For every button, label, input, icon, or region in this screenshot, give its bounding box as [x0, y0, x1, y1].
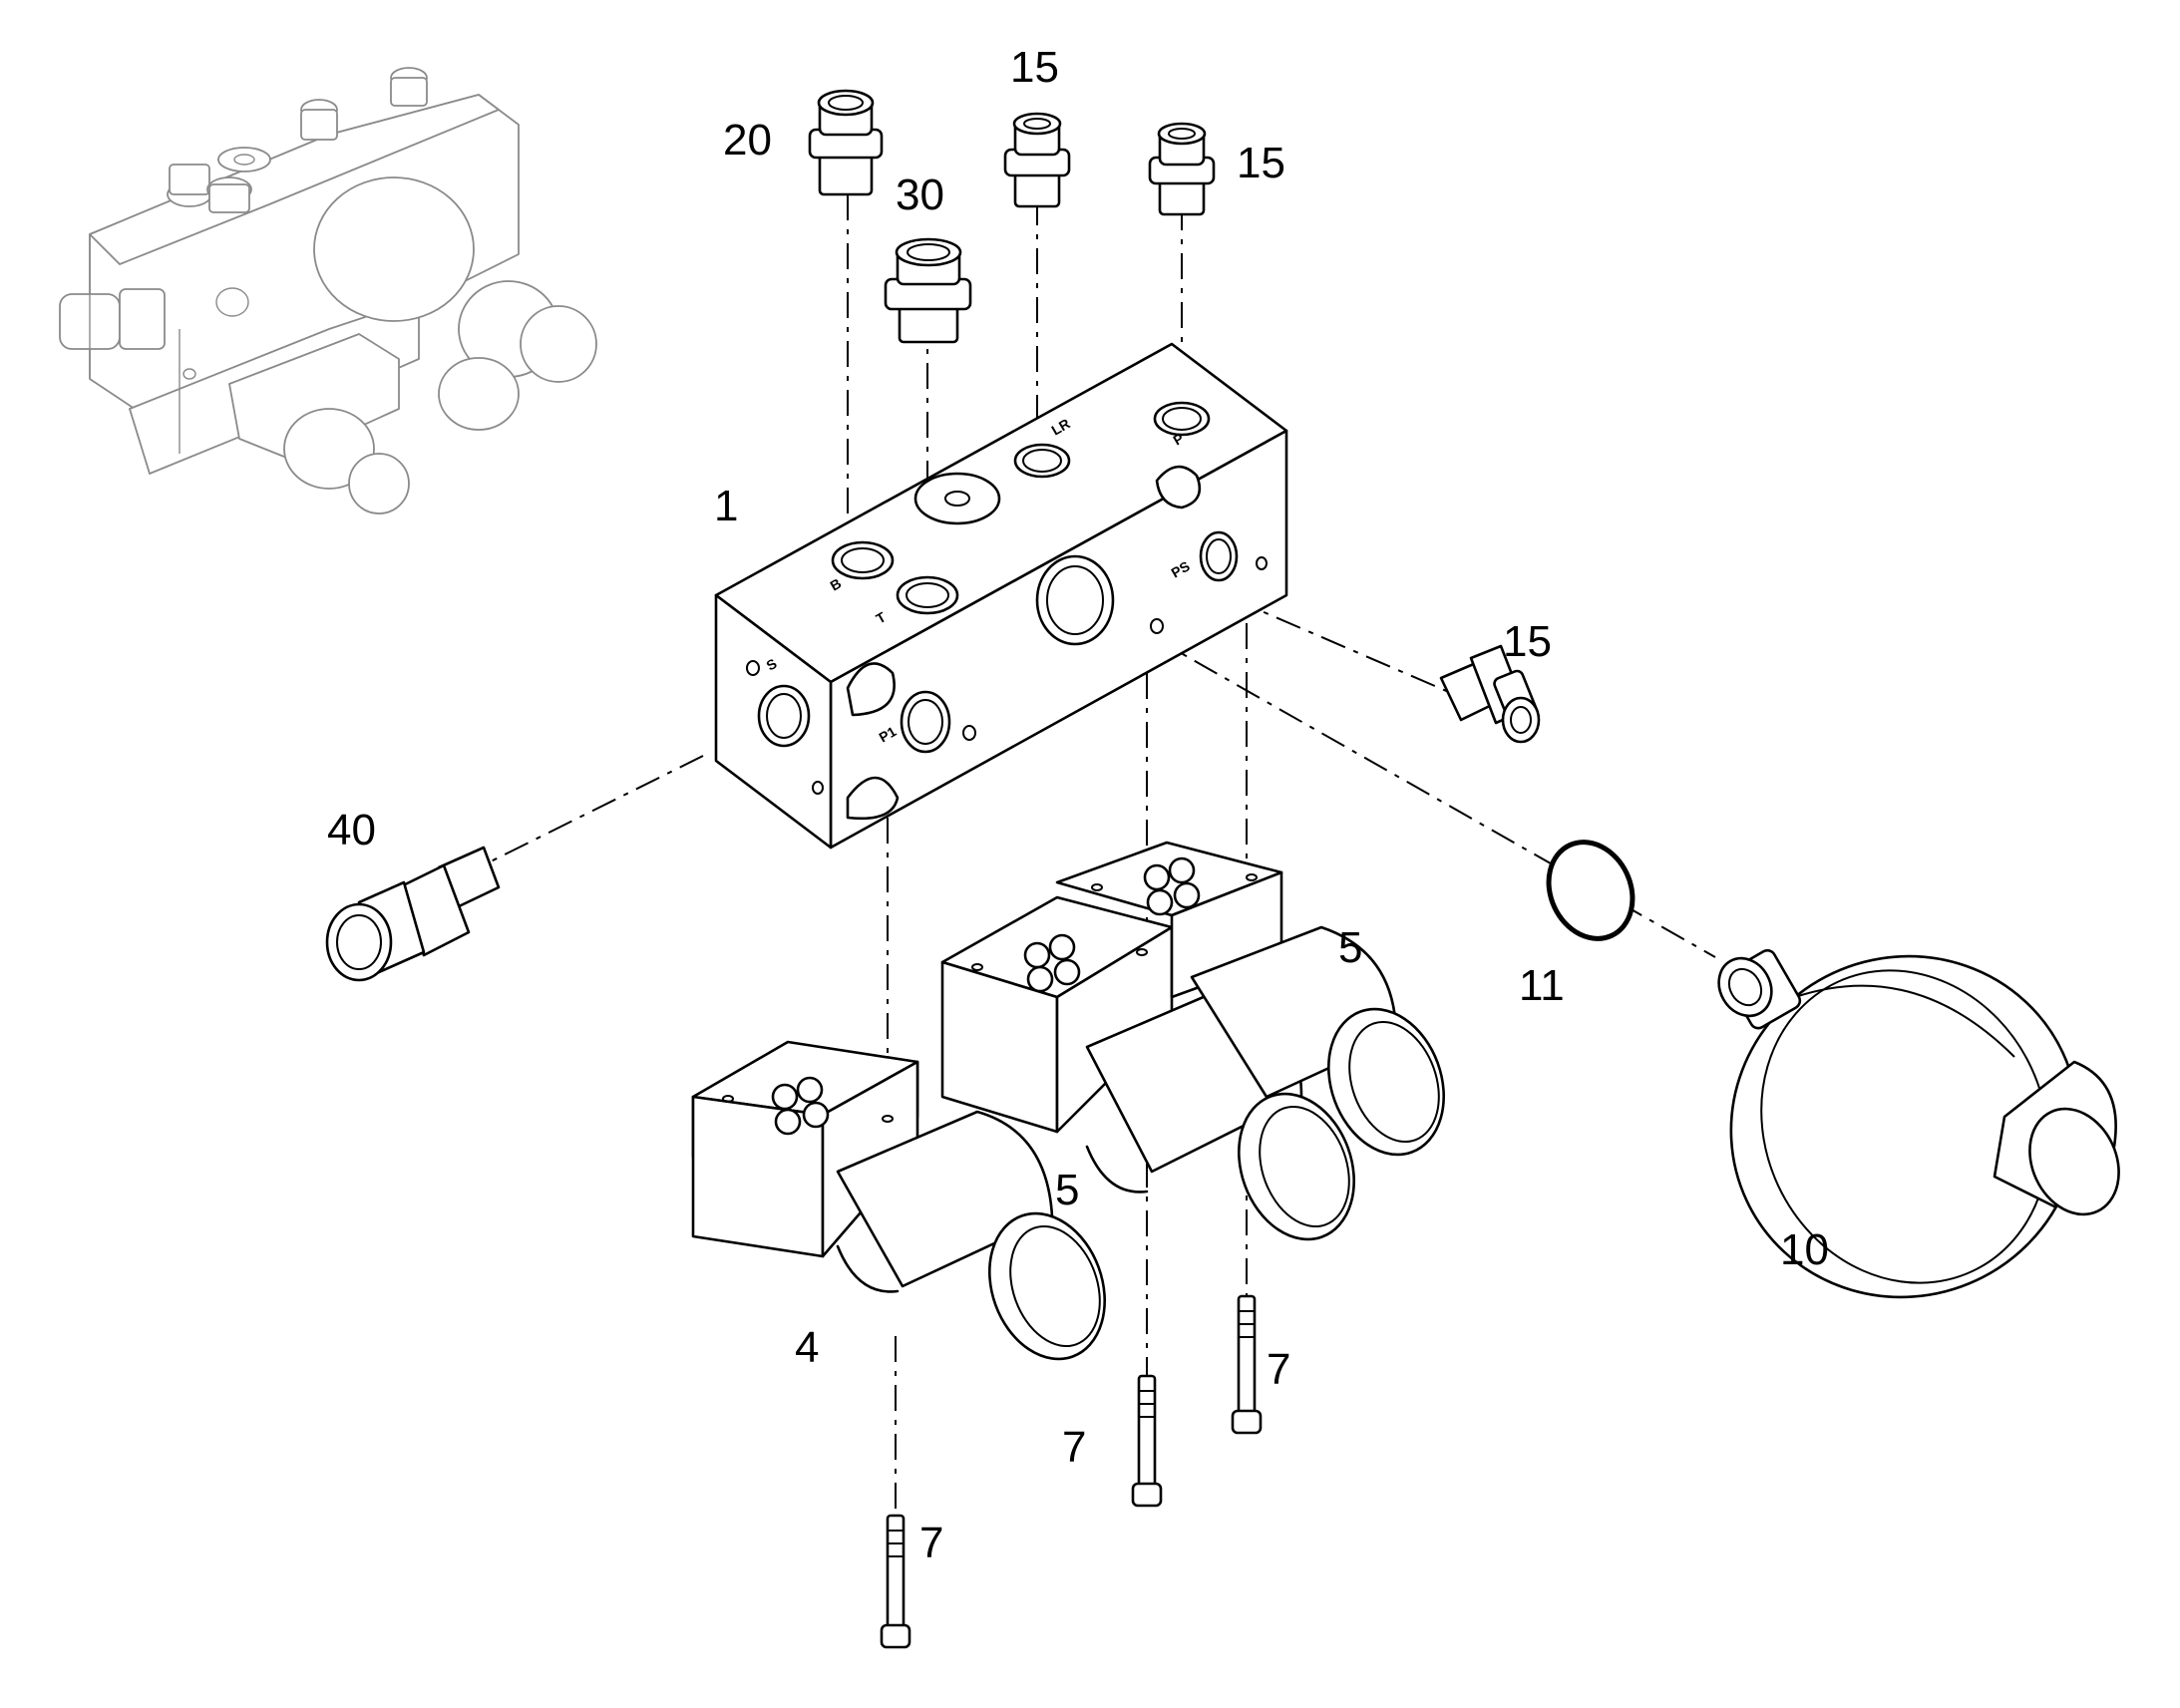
callout-7-right: 7: [1267, 1345, 1290, 1394]
callout-15-side: 15: [1503, 617, 1552, 666]
solenoid-valve-5-front: [940, 895, 1355, 1241]
accumulator-10: [1717, 948, 2120, 1299]
callout-7-lower: 7: [919, 1519, 943, 1567]
fitting-40: [325, 846, 501, 982]
fitting-15-side: [1439, 644, 1541, 744]
callout-4: 4: [795, 1323, 819, 1372]
fitting-15-top-right: [1148, 122, 1216, 216]
port-mark-p1: P1: [877, 723, 900, 746]
fitting-30: [884, 237, 972, 344]
callout-7-middle: 7: [1062, 1423, 1086, 1472]
callout-30: 30: [896, 171, 944, 219]
bolt-7-lower: [880, 1514, 911, 1649]
callout-11: 11: [1519, 961, 1565, 1010]
callout-5-right: 5: [1338, 923, 1362, 972]
assembly-reference-thumbnail: [59, 67, 597, 514]
callout-15-top-right: 15: [1237, 139, 1285, 187]
callout-15-top-left: 15: [1010, 43, 1059, 92]
bolt-7-right: [1231, 1294, 1263, 1435]
callout-1: 1: [714, 482, 738, 530]
callout-40: 40: [327, 806, 376, 854]
valve-block: [714, 342, 1288, 850]
callout-5-left: 5: [1055, 1166, 1079, 1214]
fitting-20: [808, 89, 884, 196]
callout-10: 10: [1780, 1225, 1829, 1274]
seal-ring-11: [1546, 840, 1635, 941]
fitting-15-top-left: [1003, 112, 1071, 208]
bolt-7-middle: [1131, 1374, 1163, 1508]
solenoid-valve-5-rear: [1055, 841, 1445, 1157]
callout-20: 20: [723, 116, 772, 165]
solenoid-valve-4: [691, 1040, 1106, 1361]
